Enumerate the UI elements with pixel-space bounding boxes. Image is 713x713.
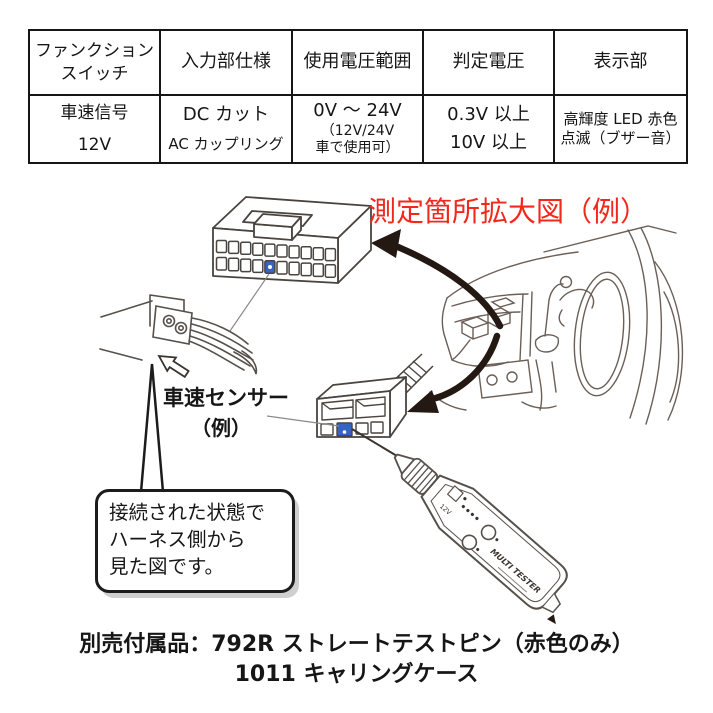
arrow-to-probed-connector (407, 332, 501, 413)
header-voltage-range: 使用電圧範囲 (291, 29, 424, 96)
callout-line: ハーネス側から (109, 527, 246, 551)
callout-line: 接続された状態で (109, 501, 266, 524)
optional-accessories-note: 別売付属品：792R ストレートテストピン（赤色のみ） 1011 キャリングケー… (0, 630, 713, 689)
accessories-line-2: 1011 キャリングケース (234, 661, 479, 687)
header-input-spec: 入力部仕様 (159, 29, 293, 96)
cell-text: 車速信号 (60, 103, 129, 124)
pin-leader-line (229, 273, 270, 332)
cell-function-switch: 車速信号 12V (28, 94, 161, 164)
speed-sensor-label: 車速センサー (163, 386, 289, 410)
speed-sensor-illustration (99, 294, 258, 379)
header-text: ファンクション (35, 41, 154, 62)
spec-table-header-row: ファンクション スイッチ 入力部仕様 使用電圧範囲 判定電圧 表示部 (28, 29, 688, 96)
cell-display: 高輝度 LED 赤色 点滅（ブザー音） (553, 94, 688, 164)
wiring-diagram: 12V MULTI TESTER (99, 196, 684, 625)
speed-sensor-example-label: （例） (191, 416, 251, 440)
tester-button (461, 534, 478, 551)
header-text: スイッチ (60, 63, 129, 84)
cell-text: 点滅（ブザー音） (560, 129, 681, 147)
magnified-view-label: 測定箇所拡大図（例） (368, 195, 649, 228)
tester-pen: 12V MULTI TESTER (393, 453, 568, 625)
callout-tail (139, 363, 165, 493)
cell-input-spec: DC カット AC カップリング (159, 94, 293, 164)
hollow-pointer-arrow (157, 354, 190, 379)
cell-text: 10V 以上 (450, 131, 527, 153)
header-display: 表示部 (553, 29, 688, 96)
callout-bubble: 接続された状態で ハーネス側から 見た図です。 (95, 489, 295, 593)
cell-text: 高輝度 LED 赤色 (563, 109, 678, 128)
header-text: 使用電圧範囲 (303, 51, 412, 73)
cell-text: 0.3V 以上 (447, 104, 530, 125)
spec-table-data-row: 車速信号 12V DC カット AC カップリング 0V ～ 24V （12V/… (28, 94, 688, 164)
connector-probed (316, 353, 434, 438)
tester-button (480, 524, 497, 541)
cell-text: 車で使用可） (315, 140, 400, 157)
car-dashboard-illustration (429, 225, 684, 425)
header-text: 判定電圧 (452, 51, 525, 73)
cell-voltage-range: 0V ～ 24V （12V/24V 車で使用可） (291, 94, 424, 164)
cell-text: 12V (77, 134, 112, 155)
cell-judgment-voltage: 0.3V 以上 10V 以上 (422, 94, 555, 164)
example-leader-line (266, 415, 340, 427)
connector-20pin-enlarged (212, 196, 372, 284)
header-judgment-voltage: 判定電圧 (422, 29, 555, 96)
cell-text: （12V/24V (320, 122, 395, 139)
accessories-line-1: 別売付属品：792R ストレートテストピン（赤色のみ） (79, 632, 634, 657)
tester-led-window (446, 485, 464, 503)
callout-line: 見た図です。 (109, 554, 225, 578)
header-function-switch: ファンクション スイッチ (28, 29, 161, 96)
cell-text: 0V ～ 24V (313, 100, 402, 122)
header-text: 入力部仕様 (181, 51, 271, 73)
spec-table: ファンクション スイッチ 入力部仕様 使用電圧範囲 判定電圧 表示部 車速信号 … (28, 29, 688, 164)
header-text: 表示部 (593, 51, 648, 73)
arrow-to-enlarged-connector (371, 229, 504, 330)
probe-needle (351, 428, 398, 457)
cell-text: AC カップリング (168, 135, 284, 153)
cell-text: DC カット (182, 103, 270, 125)
highlighted-pin (336, 422, 353, 437)
